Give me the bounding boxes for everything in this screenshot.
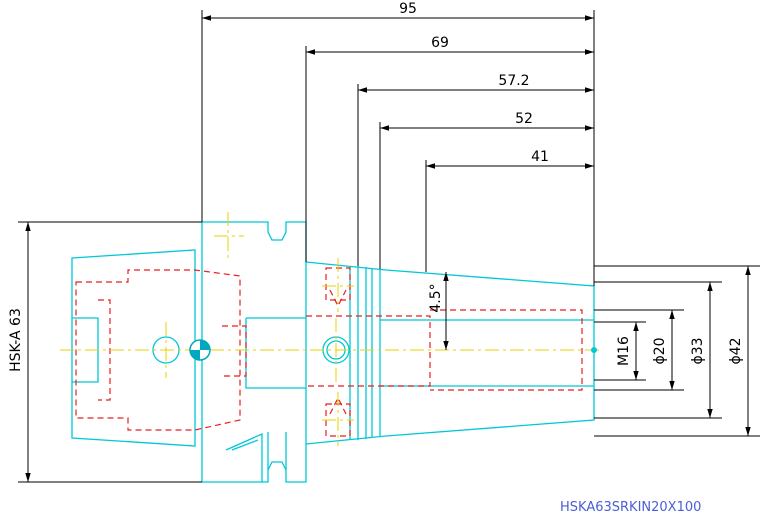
part-code-caption: HSKA63SRKIN20X100 [560,500,702,515]
dimension-texts: 95 69 57.2 52 41 4.5° M16 ϕ20 ϕ33 ϕ42 HS… [8,1,744,372]
dim-diameter-20: ϕ20 [652,337,668,364]
dim-length-69: 69 [431,35,449,51]
dim-thread-m16: M16 [616,336,632,366]
dim-length-52: 52 [515,111,533,127]
dim-length-41: 41 [531,149,549,165]
dim-diameter-33: ϕ33 [690,337,706,364]
reference-mark [189,339,597,361]
dimension-lines [18,10,760,483]
center-lines [60,212,600,446]
hidden-lines [75,267,583,437]
dim-shank-hsk-a63: HSK-A 63 [8,308,24,372]
dim-length-57-2: 57.2 [498,73,529,89]
dim-taper-angle: 4.5° [428,283,444,312]
dim-overall-length: 95 [399,1,417,17]
part-outline [71,221,595,483]
dim-diameter-42: ϕ42 [728,337,744,364]
